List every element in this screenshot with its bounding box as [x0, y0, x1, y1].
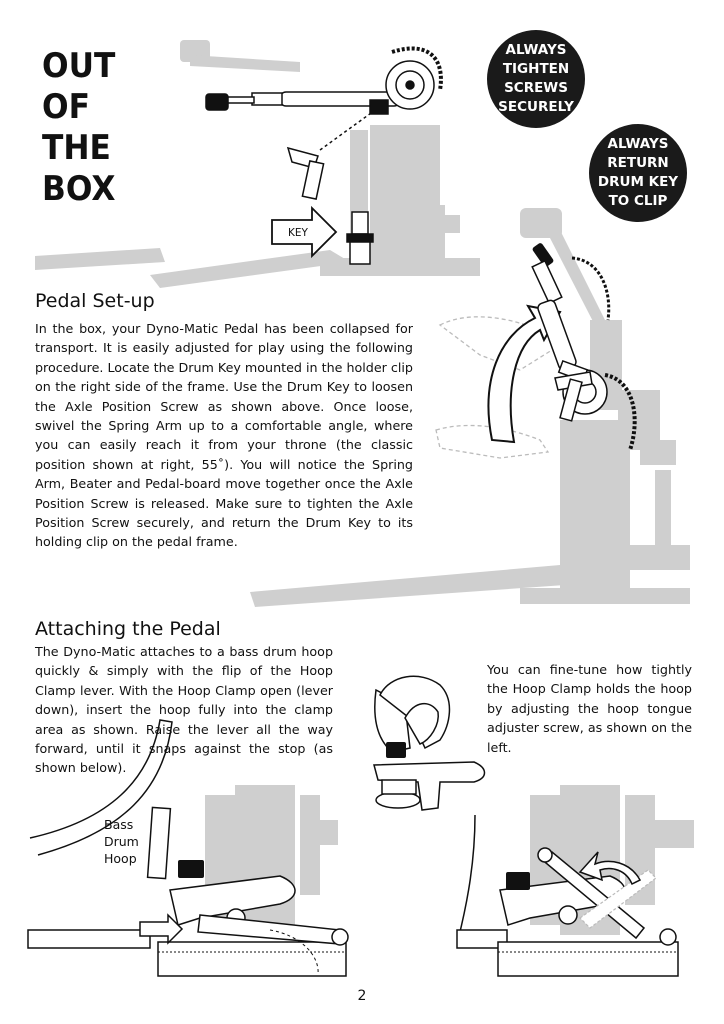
badge-line: RETURN	[607, 155, 669, 171]
hoop-clamp-adjuster-illustration	[373, 675, 486, 811]
return-drum-key-badge: ALWAYS RETURN DRUM KEY TO CLIP	[589, 124, 687, 222]
tighten-screws-badge: ALWAYS TIGHTEN SCREWS SECURELY	[487, 30, 585, 128]
attaching-heading: Attaching the Pedal	[35, 618, 221, 640]
title-line: BOX	[42, 169, 116, 209]
collapsed-pedal-illustration: KEY	[35, 40, 480, 288]
badge-line: TIGHTEN	[502, 61, 570, 77]
badge-line: SECURELY	[498, 99, 574, 115]
pedal-setup-body: In the box, your Dyno-Matic Pedal has be…	[35, 321, 413, 550]
hoop-clamp-open-illustration: Bass Drum Hoop	[27, 719, 349, 977]
page-number: 2	[357, 988, 367, 1004]
hoop-label-line-2: Drum	[104, 834, 139, 849]
badge-line: ALWAYS	[607, 136, 669, 152]
title-line: OF	[42, 87, 90, 127]
key-arrow-label: KEY	[288, 227, 309, 239]
badge-line: SCREWS	[504, 80, 568, 96]
badge-line: DRUM KEY	[597, 174, 679, 190]
pedal-setup-heading: Pedal Set-up	[35, 290, 155, 312]
title-line: THE	[42, 128, 111, 168]
hoop-label-line-3: Hoop	[104, 851, 137, 866]
badge-line: TO CLIP	[608, 193, 668, 209]
hoop-label-line-1: Bass	[104, 817, 133, 832]
fine-tune-body: You can fine-tune how tightly the Hoop C…	[487, 662, 692, 755]
adjusted-pedal-illustration	[250, 208, 690, 607]
hoop-clamp-closed-illustration	[456, 785, 694, 977]
badge-line: ALWAYS	[505, 42, 567, 58]
page-title: OUT OF THE BOX	[42, 46, 143, 210]
attaching-body: The Dyno-Matic attaches to a bass drum h…	[35, 644, 333, 776]
title-line: OUT	[42, 46, 116, 86]
